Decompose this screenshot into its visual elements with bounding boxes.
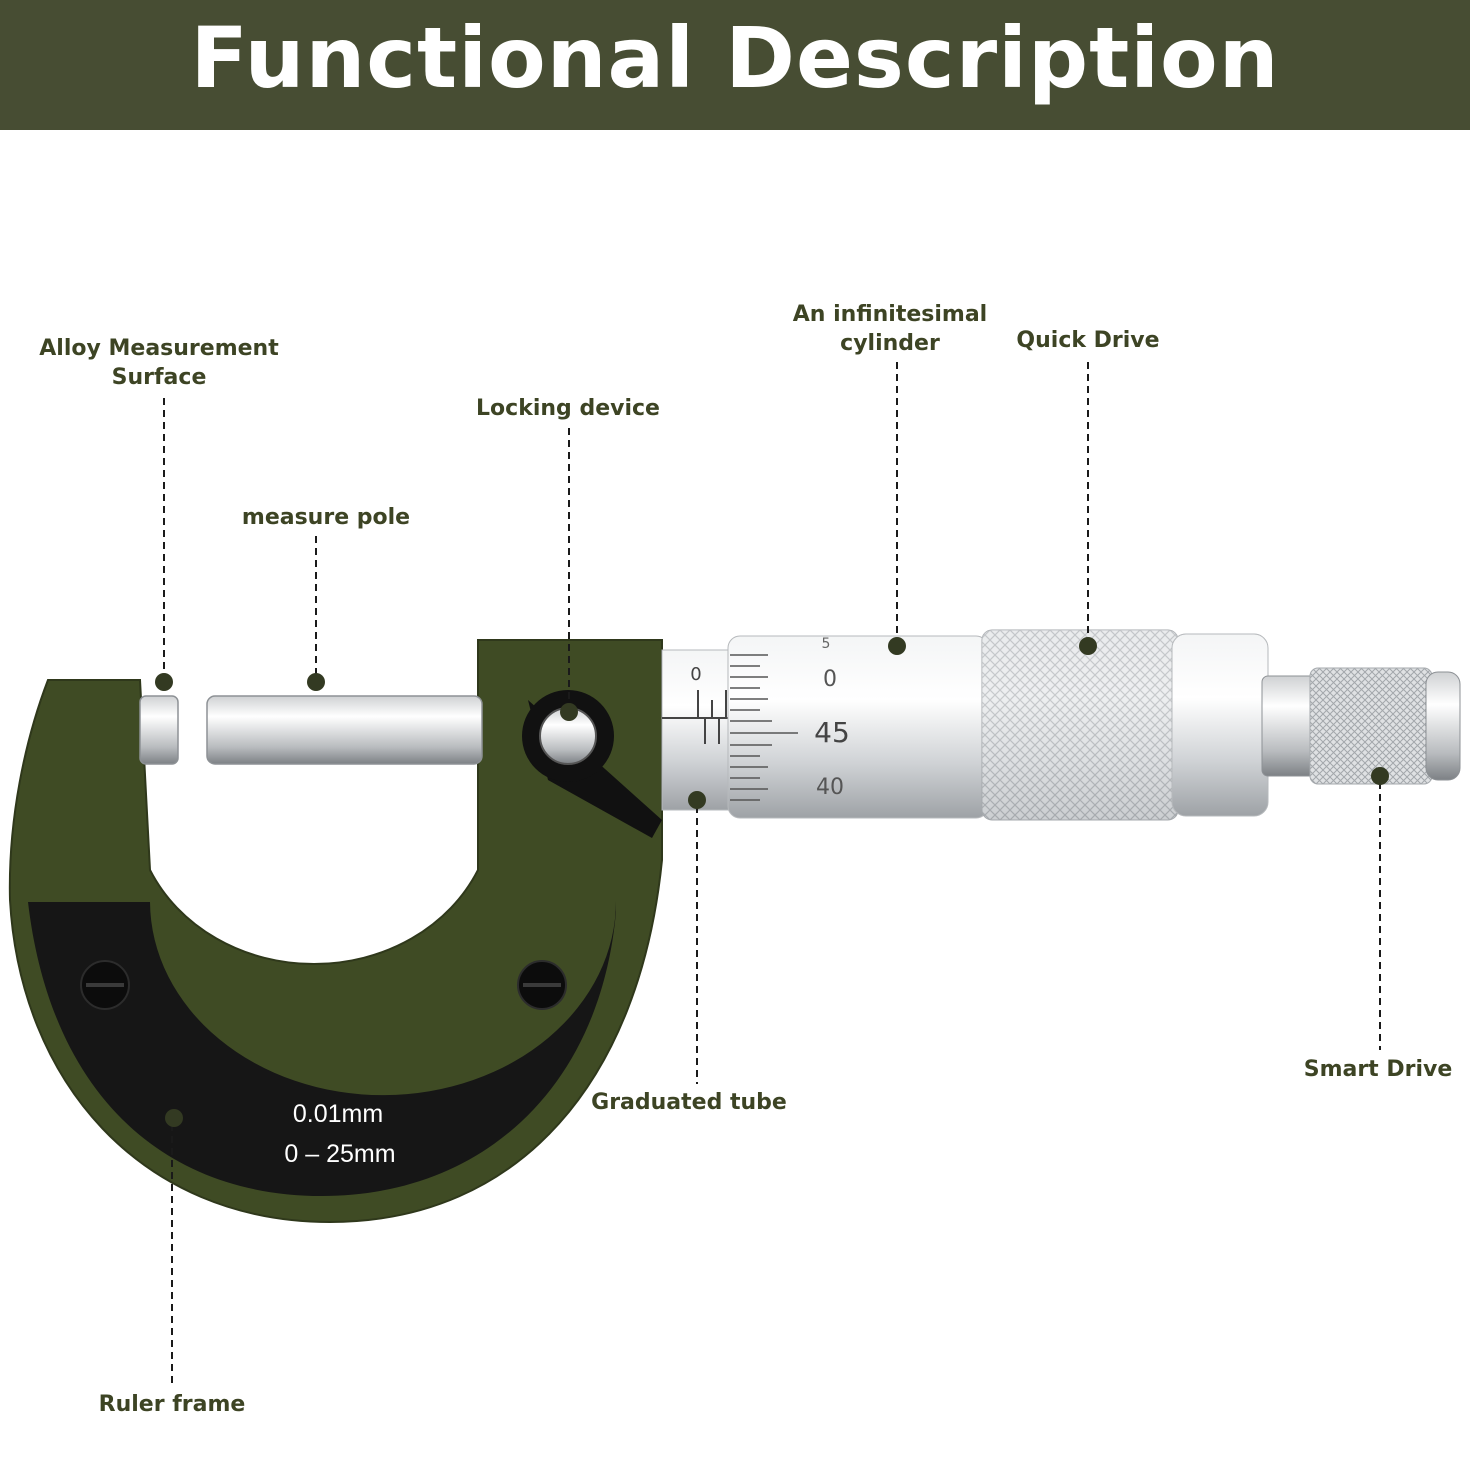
- callout-dot-smart: [1371, 767, 1389, 785]
- anvil: [140, 696, 178, 764]
- thimble-number-45: 45: [814, 716, 850, 749]
- thimble-number-40: 40: [816, 775, 844, 800]
- end-cap: [1172, 634, 1268, 816]
- label-quick-drive: Quick Drive: [1000, 326, 1176, 355]
- sleeve-zero: 0: [690, 664, 701, 685]
- screw-right-icon: [518, 961, 566, 1009]
- label-infinitesimal-cylinder: An infinitesimal cylinder: [770, 300, 1010, 358]
- callout-dot-lock: [560, 703, 578, 721]
- callout-dot-cylinder: [888, 637, 906, 655]
- label-ruler-frame: Ruler frame: [82, 1390, 262, 1419]
- thimble-number-5: 5: [822, 636, 831, 652]
- label-graduated-tube: Graduated tube: [578, 1088, 800, 1117]
- label-measure-pole: measure pole: [216, 503, 436, 532]
- callout-dot-alloy: [155, 673, 173, 691]
- thimble: [728, 636, 988, 818]
- ratchet-neck: [1262, 676, 1316, 776]
- spindle: [207, 696, 482, 764]
- smart-drive-knob: [1310, 668, 1432, 784]
- label-alloy-measurement-surface: Alloy Measurement Surface: [24, 334, 294, 392]
- label-smart-drive: Smart Drive: [1290, 1055, 1466, 1084]
- callout-dot-graduated: [688, 791, 706, 809]
- callout-dot-quick: [1079, 637, 1097, 655]
- plate-range: 0 – 25mm: [284, 1140, 395, 1168]
- callout-dot-pole: [307, 673, 325, 691]
- screw-left-icon: [81, 961, 129, 1009]
- callout-dot-frame: [165, 1109, 183, 1127]
- label-locking-device: Locking device: [458, 394, 678, 423]
- plate-resolution: 0.01mm: [293, 1100, 383, 1128]
- thimble-number-0: 0: [823, 667, 837, 692]
